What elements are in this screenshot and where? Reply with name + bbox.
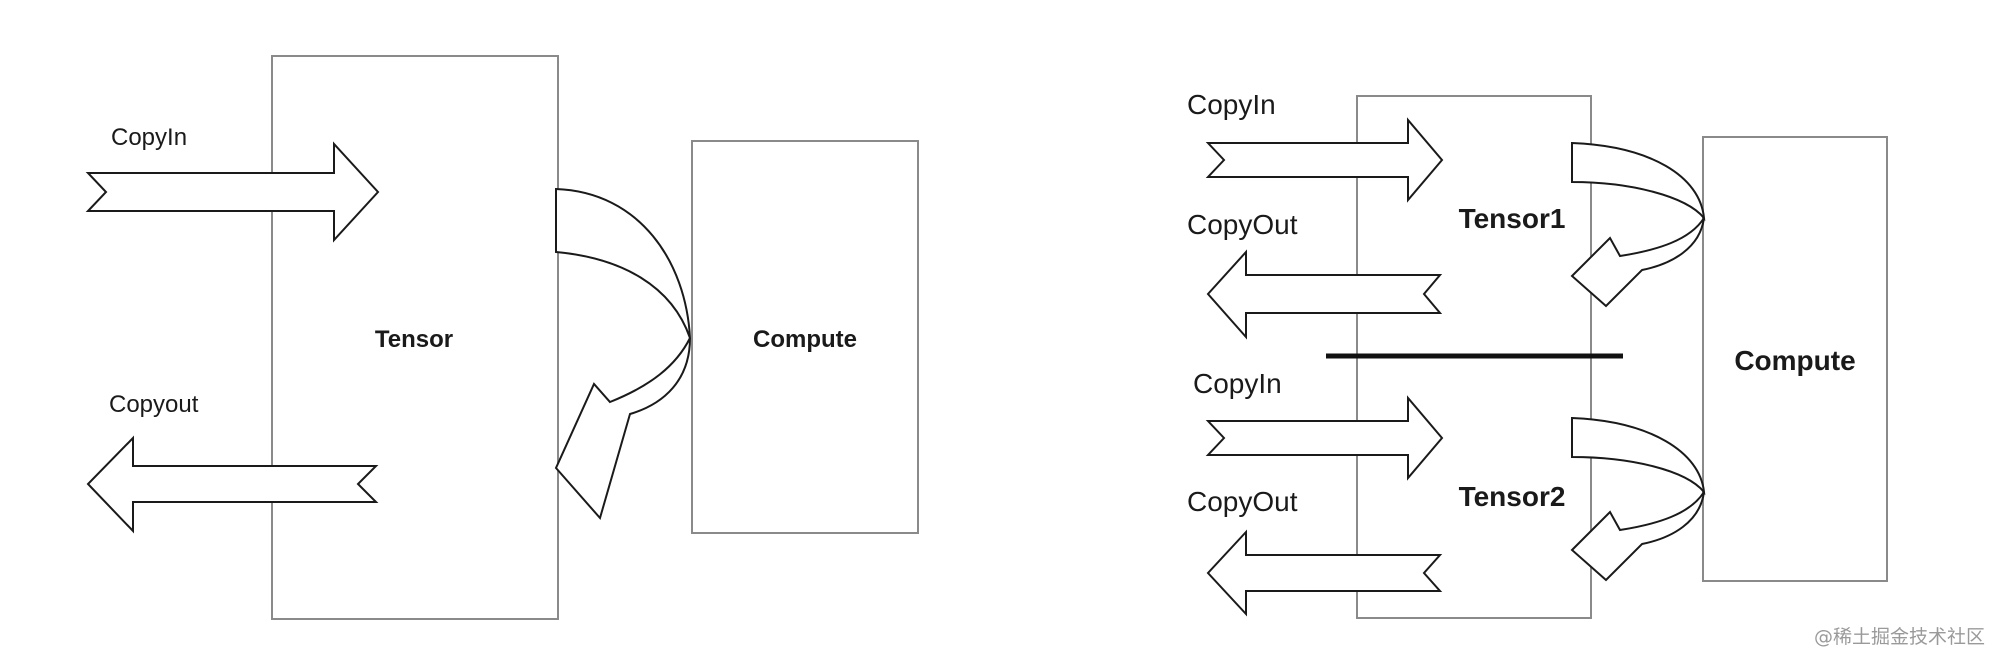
right-tensor-1-label: Tensor1: [1459, 203, 1566, 234]
right-copyout-1-arrow: [1206, 249, 1443, 340]
left-copyout-arrow: [86, 435, 379, 534]
left-compute-curve-arrow: [555, 187, 691, 339]
left-copyout-label: Copyout: [109, 391, 199, 418]
right-compute-label: Compute: [1734, 345, 1855, 376]
left-compute-curve-arrow-head: [554, 337, 691, 521]
right-tensor-2-label: Tensor2: [1459, 481, 1566, 512]
left-diagram: CopyIn Copyout Tensor Compute: [85, 55, 919, 620]
right-copyin-1-label: CopyIn: [1187, 89, 1276, 120]
right-copyin-2-label: CopyIn: [1193, 368, 1282, 399]
left-compute-label: Compute: [753, 326, 857, 353]
right-compute-curve-2-arrow-head: [1570, 491, 1705, 582]
watermark-text: @稀土掘金技术社区: [1814, 626, 1985, 648]
right-compute-curve-1-arrow-head: [1570, 217, 1705, 308]
left-tensor-label: Tensor: [375, 326, 453, 353]
left-tensor-box: [271, 55, 559, 620]
left-copyin-arrow: [85, 141, 380, 243]
right-copyout-1-label: CopyOut: [1187, 209, 1298, 240]
right-copyin-1-arrow: [1205, 117, 1444, 203]
left-copyin-label: CopyIn: [111, 124, 187, 151]
right-copyout-2-label: CopyOut: [1187, 486, 1298, 517]
right-copyout-2-arrow: [1206, 529, 1443, 617]
right-compute-box: [1702, 136, 1888, 582]
right-diagram: CopyIn CopyOut Tensor1 CopyIn CopyOut Te…: [1187, 89, 1888, 619]
right-copyin-2-arrow: [1205, 395, 1444, 481]
left-compute-box: [691, 140, 919, 534]
